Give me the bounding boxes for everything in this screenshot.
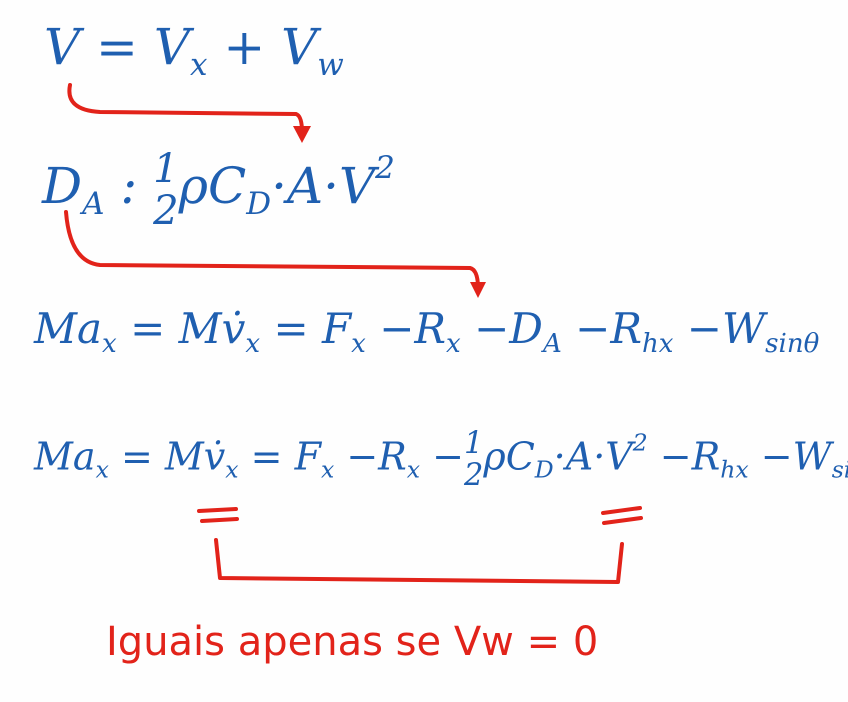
eq-expanded-lhs: Ma	[34, 434, 96, 479]
eq-expanded-fraction: 1 2	[464, 428, 483, 492]
eq-motion-hitch-sub: hx	[641, 329, 674, 360]
eq-motion-weight-sub: sinθ	[765, 329, 820, 360]
eq-motion-mid-sub: x	[245, 329, 261, 360]
eq-drag-frac-den: 2	[153, 188, 179, 234]
eq-motion: Max = Mv̇x = Fx −Rx −DA −Rhx −Wsinθ	[34, 308, 820, 360]
eq-expanded-rolling-sub: x	[406, 455, 421, 484]
eq-drag: DA : 1 2 ρCD·A·V2	[42, 148, 395, 232]
eq-expanded-hitch-sub: hx	[720, 455, 749, 484]
eq-expanded-body: ρC	[483, 434, 535, 479]
eq-drag-lhs-sub: A	[82, 185, 105, 222]
eq-expanded-weight-sub: sinθ	[831, 455, 848, 484]
equals-mark-left-1	[197, 507, 238, 513]
eq-drag-body-sub: D	[246, 185, 272, 222]
eq-motion-lhs: Ma	[34, 304, 103, 353]
eq-motion-rolling-sub: x	[446, 329, 461, 360]
eq-velocity-term1-sub: x	[189, 46, 208, 83]
eq-velocity-term2: V	[281, 18, 318, 76]
eq-expanded-minus: −	[432, 434, 465, 479]
eq-expanded-mid-sub: x	[225, 455, 239, 484]
eq-motion-expanded: Max = Mv̇x = Fx −Rx − 1 2 ρCD·A·V2 −Rhx …	[34, 428, 848, 492]
eq-drag-frac-num: 1	[153, 146, 179, 192]
eq-motion-force-sub: x	[351, 329, 366, 360]
eq-expanded-frac-den: 2	[464, 457, 484, 493]
eq-motion-weight: −W	[686, 304, 766, 353]
eq-expanded-weight: −W	[760, 434, 832, 479]
eq-drag-rest-sup: 2	[375, 150, 395, 187]
eq-motion-mid: Mv̇	[178, 304, 246, 353]
eq-expanded-mid: Mv̇	[164, 434, 226, 479]
eq-velocity-lhs: V	[44, 18, 81, 76]
eq-drag-fraction: 1 2	[153, 148, 178, 232]
eq-drag-rest: ·A·V	[271, 157, 376, 215]
eq-motion-eq1: =	[130, 304, 166, 353]
eq-expanded-eq2: =	[250, 434, 283, 479]
eq-expanded-eq1: =	[120, 434, 153, 479]
equals-mark-right-2	[602, 516, 643, 525]
eq-motion-eq2: =	[273, 304, 309, 353]
eq-expanded-rest: ·A·V	[553, 434, 633, 479]
eq-velocity-term2-sub: w	[317, 46, 344, 83]
eq-motion-drag: −D	[474, 304, 543, 353]
eq-motion-lhs-sub: x	[102, 329, 117, 360]
eq-motion-drag-sub: A	[542, 329, 562, 360]
arrowhead-v-to-drag	[293, 126, 311, 143]
eq-velocity-term1: V	[153, 18, 190, 76]
eq-motion-rolling: −R	[379, 304, 447, 353]
eq-drag-lhs: D	[42, 157, 83, 215]
eq-expanded-rolling: −R	[346, 434, 407, 479]
eq-expanded-force-sub: x	[320, 455, 335, 484]
eq-expanded-hitch: −R	[659, 434, 721, 479]
eq-motion-hitch: −R	[575, 304, 642, 353]
eq-expanded-rest-sup: 2	[632, 428, 648, 457]
eq-velocity: V = Vx + Vw	[44, 22, 344, 81]
arrow-v-to-drag	[67, 83, 304, 134]
eq-expanded-force: F	[294, 434, 321, 479]
eq-drag-body: ρC	[178, 157, 247, 215]
arrow-drag-to-motion	[64, 210, 480, 290]
equality-bracket	[214, 538, 624, 584]
arrowhead-drag-to-motion	[470, 282, 486, 298]
equals-mark-right-1	[601, 506, 642, 515]
eq-expanded-body-sub: D	[534, 455, 554, 484]
equals-mark-left-2	[200, 517, 239, 523]
eq-drag-equals: :	[120, 157, 138, 215]
eq-expanded-lhs-sub: x	[95, 455, 109, 484]
equality-note: Iguais apenas se Vw = 0	[106, 619, 599, 665]
eq-velocity-equals: =	[96, 18, 138, 76]
eq-velocity-plus: +	[223, 18, 266, 76]
eq-motion-force: F	[322, 304, 352, 353]
eq-expanded-frac-num: 1	[464, 426, 484, 461]
